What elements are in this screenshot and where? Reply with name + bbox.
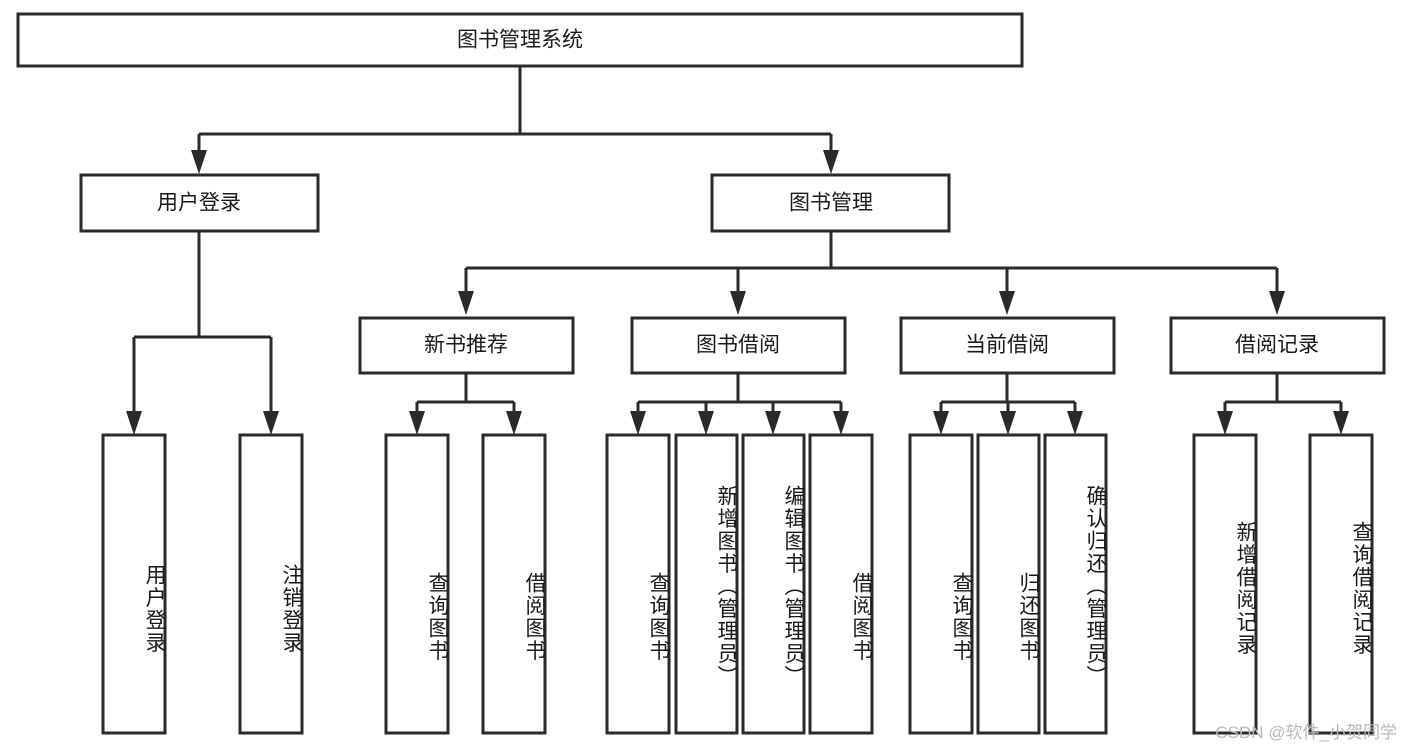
- leaf-add-book-box[interactable]: [674, 433, 739, 735]
- leaf-edit-book-box[interactable]: [741, 433, 806, 735]
- node-borrow-record[interactable]: 借阅记录: [1169, 316, 1386, 375]
- leaf-borrow-book-1-box[interactable]: [481, 433, 547, 735]
- node-book-manage[interactable]: 图书管理: [710, 173, 951, 233]
- leaf-query-record-box[interactable]: [1308, 433, 1374, 735]
- arrow-head-icon: [409, 411, 425, 435]
- arrow-head-icon: [1067, 411, 1083, 435]
- arrow-head-icon: [999, 291, 1015, 315]
- arrow-head-icon: [263, 411, 279, 435]
- node-new-book-recommend-label: 新书推荐: [424, 334, 508, 357]
- arrow-head-icon: [1333, 411, 1349, 435]
- arrow-head-icon: [506, 411, 522, 435]
- leaf-user-login-box[interactable]: [101, 433, 167, 735]
- node-user-login[interactable]: 用户登录: [79, 173, 320, 233]
- connector-root-to-level1: [191, 66, 839, 174]
- node-book-borrow[interactable]: 图书借阅: [630, 316, 847, 375]
- arrow-head-icon: [823, 150, 839, 174]
- leaf-borrow-book-2-box[interactable]: [808, 433, 874, 735]
- arrow-head-icon: [730, 291, 746, 315]
- node-current-borrow[interactable]: 当前借阅: [899, 316, 1116, 375]
- arrow-head-icon: [1269, 291, 1285, 315]
- arrow-head-icon: [1000, 411, 1016, 435]
- node-user-login-label: 用户登录: [157, 192, 241, 215]
- arrow-head-icon: [630, 411, 646, 435]
- connector-current-borrow-to-leaves: [933, 373, 1083, 435]
- connector-book-borrow-to-leaves: [630, 373, 849, 435]
- node-book-manage-label: 图书管理: [789, 192, 873, 215]
- node-current-borrow-box: [899, 316, 1116, 375]
- node-new-book-recommend[interactable]: 新书推荐: [358, 316, 575, 375]
- leaf-query-book-1-box[interactable]: [384, 433, 450, 735]
- arrow-head-icon: [698, 411, 714, 435]
- node-current-borrow-label: 当前借阅: [965, 334, 1049, 357]
- connector-new-book-recommend-to-leaves: [409, 373, 522, 435]
- node-user-login-box: [79, 173, 320, 233]
- node-root[interactable]: 图书管理系统: [16, 12, 1024, 68]
- node-book-borrow-label: 图书借阅: [696, 334, 780, 357]
- arrow-head-icon: [1217, 411, 1233, 435]
- node-root-label: 图书管理系统: [457, 29, 583, 52]
- connector-borrow-record-to-leaves: [1217, 373, 1349, 435]
- node-root-box: [16, 12, 1024, 68]
- arrow-head-icon: [458, 291, 474, 315]
- leaf-query-book-2-box[interactable]: [605, 433, 671, 735]
- node-new-book-recommend-box: [358, 316, 575, 375]
- leaf-add-record-box[interactable]: [1192, 433, 1258, 735]
- arrow-head-icon: [191, 150, 207, 174]
- leaf-query-book-3-box[interactable]: [908, 433, 974, 735]
- leaf-logout-box[interactable]: [238, 433, 304, 735]
- leaf-confirm-return-box[interactable]: [1043, 433, 1108, 735]
- connector-user-login-to-leaves: [126, 231, 279, 435]
- arrow-head-icon: [126, 411, 142, 435]
- arrow-head-icon: [833, 411, 849, 435]
- arrow-head-icon: [765, 411, 781, 435]
- connector-book-manage-to-level2: [458, 231, 1285, 315]
- leaf-return-book-box[interactable]: [976, 433, 1041, 735]
- arrow-head-icon: [933, 411, 949, 435]
- node-borrow-record-label: 借阅记录: [1235, 334, 1319, 357]
